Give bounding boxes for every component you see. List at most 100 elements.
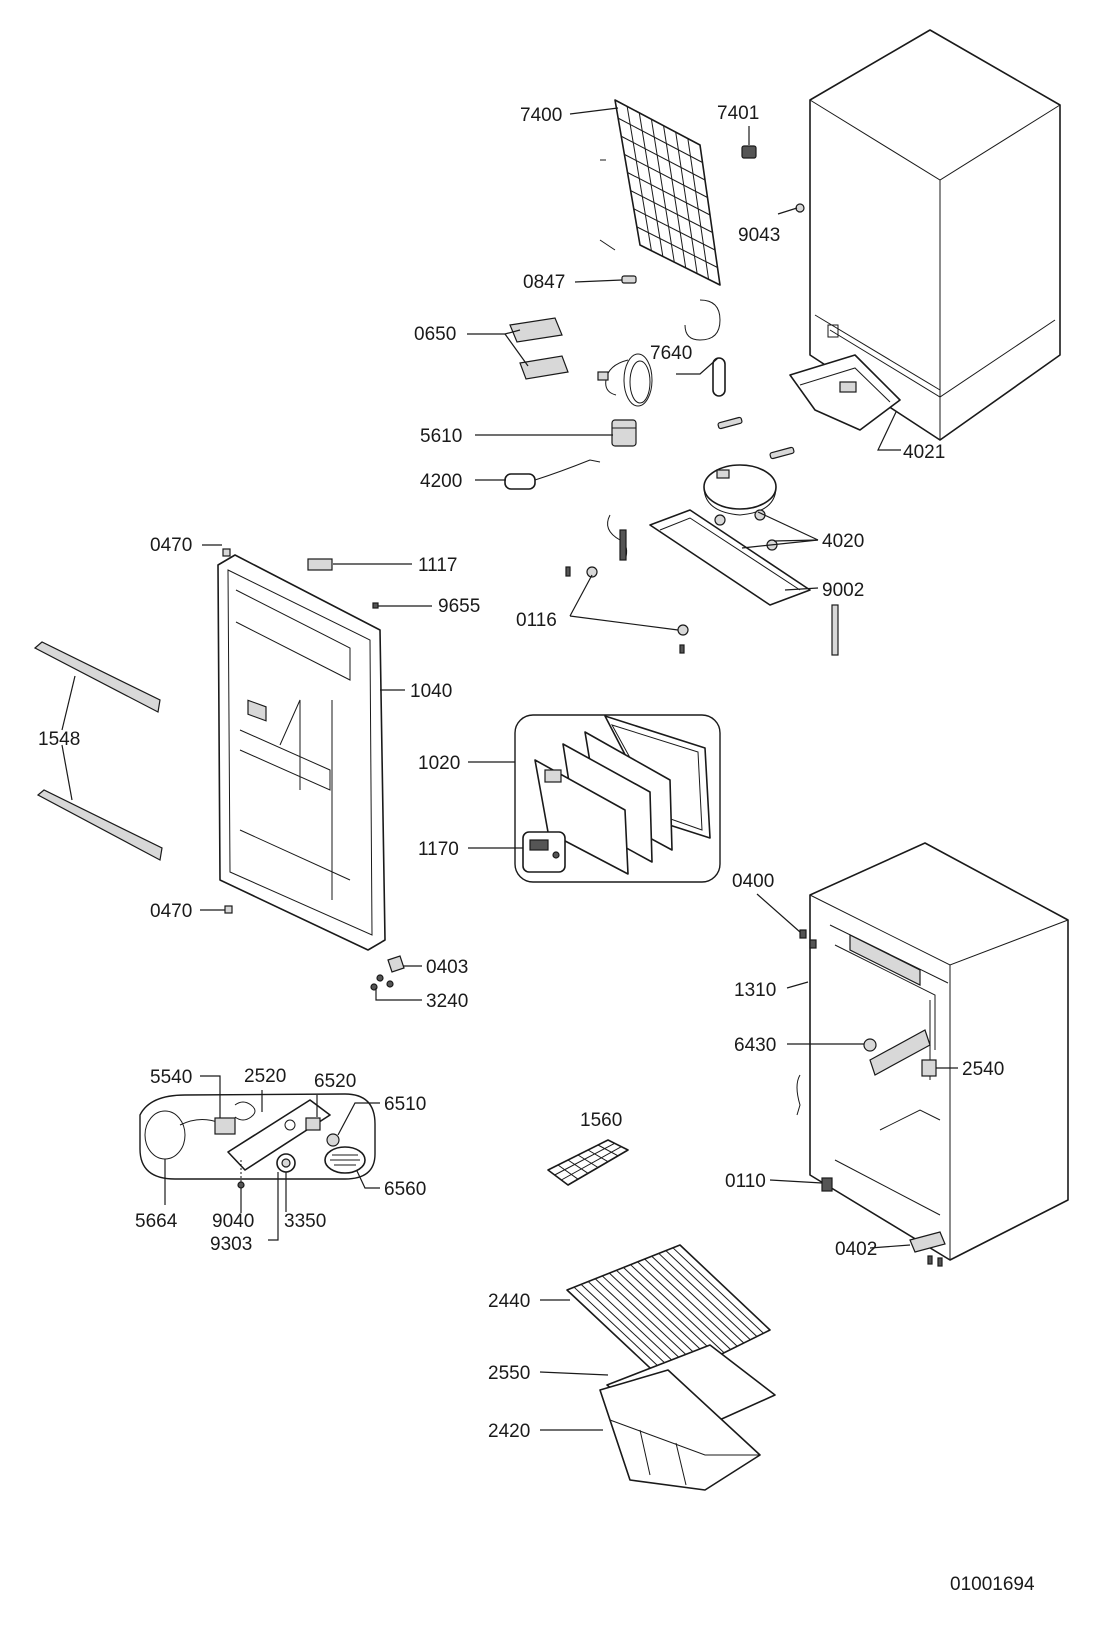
part-label-1170: 1170 (418, 839, 459, 860)
hinge-0402 (909, 1231, 946, 1267)
power-cable (597, 353, 653, 407)
part-label-0110: 0110 (725, 1171, 766, 1192)
hatch-line (557, 1164, 579, 1180)
part-label-0470-bottom: 0470 (150, 901, 192, 922)
crisper-drawer-2420 (599, 1369, 761, 1491)
hatch-line (630, 190, 713, 233)
part-label-7400: 7400 (520, 105, 562, 126)
part-label-1548: 1548 (38, 729, 80, 750)
part-label-1020: 1020 (418, 753, 460, 774)
hatch-line (650, 119, 675, 263)
part-label-6430: 6430 (734, 1035, 776, 1056)
hatch-line (587, 1281, 686, 1373)
lamp-cover-6560 (324, 1146, 366, 1174)
hatch-line (663, 125, 687, 268)
hatch-line (637, 1261, 731, 1350)
hatch-line (630, 1264, 725, 1354)
part-label-6520: 6520 (314, 1071, 356, 1092)
part-label-1117: 1117 (418, 555, 457, 576)
clip-2540 (921, 1059, 937, 1077)
clip-7401 (741, 145, 757, 159)
hatch-line (617, 117, 703, 163)
ice-tray-1560 (547, 1139, 629, 1186)
wire-and-grommets-0116 (565, 514, 689, 654)
thermostat-bracket-2520 (227, 1099, 331, 1171)
lamp-6520 (305, 1117, 321, 1131)
hatch-line (587, 1149, 609, 1163)
pin-9655 (372, 602, 379, 609)
hatch-line (626, 106, 652, 251)
hatch-line (567, 1159, 589, 1174)
wire-shelf-2440 (566, 1244, 771, 1383)
hatch-line (665, 1250, 758, 1337)
part-label-7401: 7401 (717, 103, 759, 124)
part-label-0470-top: 0470 (150, 535, 192, 556)
capacitor-4200 (504, 459, 601, 490)
hatch-line (638, 112, 664, 257)
part-label-9040: 9040 (212, 1211, 254, 1232)
part-label-2520: 2520 (244, 1066, 286, 1087)
drip-tray-4021 (789, 354, 901, 431)
part-label-2440: 2440 (488, 1291, 530, 1312)
hatch-line (675, 132, 698, 274)
knob-6510 (326, 1133, 340, 1147)
cabinet-body (809, 29, 1061, 441)
hatch-line (597, 1144, 619, 1157)
thermostat-bracket-0400 (799, 929, 817, 949)
hatch-line (621, 135, 706, 181)
hatch-line (601, 1275, 699, 1367)
hatch-line (554, 1142, 615, 1176)
hatch-line (614, 99, 701, 146)
hatch-line (577, 1154, 599, 1168)
part-label-0116: 0116 (516, 610, 557, 631)
hatch-line (658, 1253, 751, 1341)
hatch-line (594, 1278, 692, 1370)
part-label-4020: 4020 (822, 531, 864, 552)
insulation-pads-0650 (509, 317, 569, 380)
thermostat-housing (139, 1093, 376, 1180)
hatch-line (609, 1272, 705, 1363)
thermostat-5540 (214, 1117, 236, 1135)
capillary-tube-5664 (144, 1110, 221, 1160)
lamp-holder-6430 (863, 1038, 877, 1052)
part-label-4021: 4021 (903, 442, 945, 463)
drawing-number: 01001694 (950, 1574, 1035, 1595)
hatch-line (573, 1286, 672, 1380)
hatch-line (580, 1284, 679, 1376)
part-label-9002: 9002 (822, 580, 864, 601)
screw-9043 (795, 203, 805, 213)
part-label-1560: 1560 (580, 1110, 622, 1131)
label-1117 (307, 558, 333, 571)
compressor-4020 (703, 464, 778, 556)
hatch-line (672, 1247, 764, 1334)
drier-0847 (621, 275, 637, 284)
part-label-5664: 5664 (135, 1211, 178, 1232)
part-label-6510: 6510 (384, 1094, 426, 1115)
part-label-9655: 9655 (438, 596, 480, 617)
hatch-line (561, 1146, 622, 1181)
hatch-line (644, 1258, 738, 1347)
part-label-0847: 0847 (523, 272, 565, 293)
hatch-line (651, 1255, 745, 1344)
cable-clip (796, 1074, 801, 1116)
filter-7640 (712, 357, 726, 397)
part-label-5540: 5540 (150, 1067, 192, 1088)
freezer-handle-1170 (522, 831, 566, 873)
hatch-line (633, 208, 716, 251)
hatch-line (636, 226, 718, 268)
part-label-4200: 4200 (420, 471, 462, 492)
cabinet-interior (809, 842, 1069, 1261)
freezer-door-frame-1020 (514, 714, 721, 883)
relay-5610 (611, 419, 637, 447)
part-label-9303: 9303 (210, 1234, 252, 1255)
part-labels: 7400 7401 9043 0847 0650 7640 5610 4021 … (38, 103, 1035, 1595)
base-plate-9002 (649, 509, 839, 656)
part-label-3350: 3350 (284, 1211, 326, 1232)
hatch-line (639, 244, 721, 286)
thermostat-spring (234, 1101, 256, 1121)
hinge-0403 (370, 955, 405, 991)
knob-3350 (276, 1153, 296, 1173)
part-label-6560: 6560 (384, 1179, 426, 1200)
part-label-1310: 1310 (734, 980, 776, 1001)
hatch-line (687, 138, 710, 280)
